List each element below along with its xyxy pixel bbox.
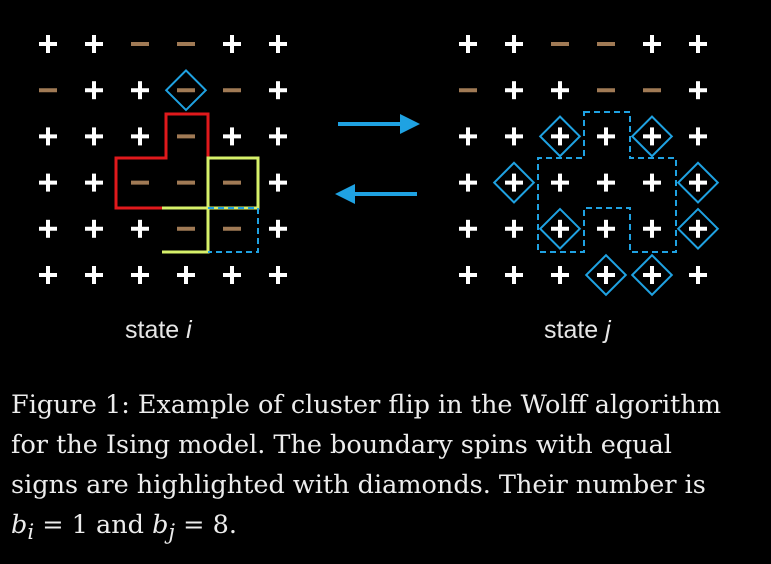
state-i-spin-up-plus-icon xyxy=(131,219,149,238)
state-i-spin-up-plus-icon xyxy=(269,127,287,146)
state-i-spin-up-plus-icon xyxy=(269,173,287,192)
state-i-spin-up-plus-icon xyxy=(269,81,287,100)
state-j-spin-up-plus-icon xyxy=(459,266,477,284)
state-j-spin-up-plus-icon xyxy=(492,161,536,204)
caption-line: signs are highlighted with diamonds. The… xyxy=(11,470,706,500)
state-i-spin-up-plus-icon xyxy=(85,219,103,238)
state-j-spin-up-plus-icon xyxy=(643,219,661,238)
highlight-diamond-icon xyxy=(630,115,674,158)
highlight-diamond-icon xyxy=(676,207,720,251)
state-i-spin-up-plus-icon xyxy=(85,127,103,146)
state-i-spin-up-plus-icon xyxy=(223,35,241,53)
state-j-spin-up-plus-icon xyxy=(459,35,477,53)
b-i-subscript: i xyxy=(27,520,35,546)
arrow-left-icon xyxy=(335,184,417,204)
state-j-spin-up-plus-icon xyxy=(584,253,628,297)
figure-caption: Figure 1: Example of cluster flip in the… xyxy=(11,385,735,553)
state-j-spin-up-plus-icon xyxy=(597,173,615,192)
state-j-spin-up-plus-icon xyxy=(459,219,477,238)
state-j-spin-up-plus-icon xyxy=(551,266,569,284)
state-i-spin-up-plus-icon xyxy=(269,219,287,238)
highlight-diamond-icon xyxy=(164,68,208,112)
state-j-spin-up-plus-icon xyxy=(643,173,661,192)
state-j-spin-up-plus-icon xyxy=(505,219,523,238)
state-j-label-var: j xyxy=(605,316,611,344)
blue-cluster-outline xyxy=(537,111,677,253)
state-j-spin-up-plus-icon xyxy=(689,35,707,53)
highlight-diamond-icon xyxy=(584,253,628,297)
state-j-spin-up-plus-icon xyxy=(630,115,674,158)
state-i-spin-up-plus-icon xyxy=(85,81,103,100)
state-j-spin-up-plus-icon xyxy=(459,127,477,146)
highlight-diamond-icon xyxy=(538,115,582,158)
caption-line: for the Ising model. The boundary spins … xyxy=(11,430,672,460)
b-j-symbol: b xyxy=(152,510,169,540)
state-j-spin-up-plus-icon xyxy=(459,173,477,192)
state-i-label: state i xyxy=(125,316,192,345)
state-j-spin-up-plus-icon xyxy=(597,219,615,238)
caption-equation: = 1 and xyxy=(34,510,153,540)
state-i-label-text: state xyxy=(125,316,180,344)
state-j-spin-up-plus-icon xyxy=(597,127,615,146)
state-i-spin-up-plus-icon xyxy=(223,127,241,146)
highlight-diamond-icon xyxy=(630,253,674,297)
blue-cluster-outline xyxy=(208,207,259,253)
highlight-diamond-icon xyxy=(492,161,536,204)
arrow-right-icon xyxy=(338,114,420,134)
state-j-spin-up-plus-icon xyxy=(689,266,707,284)
state-i-spin-up-plus-icon xyxy=(223,266,241,284)
state-j-spin-up-plus-icon xyxy=(643,35,661,53)
state-i-spin-up-plus-icon xyxy=(39,266,57,284)
state-j-spin-up-plus-icon xyxy=(551,81,569,100)
state-i-spin-up-plus-icon xyxy=(39,219,57,238)
yellow-boundary-box xyxy=(162,206,210,254)
state-i-spin-up-plus-icon xyxy=(131,127,149,146)
highlight-diamond-icon xyxy=(676,161,720,204)
state-j-spin-up-plus-icon xyxy=(551,173,569,192)
state-i-spin-up-plus-icon xyxy=(177,266,195,284)
highlight-diamond-icon xyxy=(538,207,582,251)
caption-equation: = 8. xyxy=(175,510,237,540)
b-j-subscript: j xyxy=(168,520,176,546)
state-i-spin-up-plus-icon xyxy=(131,266,149,284)
state-j-spin-up-plus-icon xyxy=(676,161,720,204)
state-i-spin-up-plus-icon xyxy=(269,266,287,284)
state-i-spin-up-plus-icon xyxy=(39,127,57,146)
state-i-spin-up-plus-icon xyxy=(39,35,57,53)
state-i-spin-up-plus-icon xyxy=(269,35,287,53)
state-i-spin-up-plus-icon xyxy=(85,173,103,192)
state-i-spin-up-plus-icon xyxy=(85,35,103,53)
state-j-spin-up-plus-icon xyxy=(689,127,707,146)
state-j-spin-up-plus-icon xyxy=(505,81,523,100)
b-i-symbol: b xyxy=(11,510,28,540)
state-j-spin-up-plus-icon xyxy=(505,35,523,53)
state-i-spin-up-plus-icon xyxy=(85,266,103,284)
caption-line: bi = 1 and bj = 8. xyxy=(11,505,735,553)
state-i-grid xyxy=(39,35,287,284)
state-i-label-var: i xyxy=(186,316,192,344)
state-j-label: state j xyxy=(544,316,611,345)
state-i-spin-up-plus-icon xyxy=(39,173,57,192)
red-cluster-outline xyxy=(114,112,210,210)
caption-line: Figure 1: Example of cluster flip in the… xyxy=(11,390,722,420)
state-j-spin-up-plus-icon xyxy=(538,115,582,158)
state-i-spin-down-minus-icon xyxy=(164,68,208,112)
cluster-flip-diagram xyxy=(39,35,720,297)
state-j-spin-up-plus-icon xyxy=(538,207,582,251)
state-j-spin-up-plus-icon xyxy=(505,266,523,284)
state-j-grid xyxy=(459,35,720,297)
state-i-spin-up-plus-icon xyxy=(131,81,149,100)
state-j-spin-up-plus-icon xyxy=(689,81,707,100)
state-j-label-text: state xyxy=(544,316,599,344)
state-j-spin-up-plus-icon xyxy=(505,127,523,146)
state-j-spin-up-plus-icon xyxy=(630,253,674,297)
state-j-spin-up-plus-icon xyxy=(676,207,720,251)
